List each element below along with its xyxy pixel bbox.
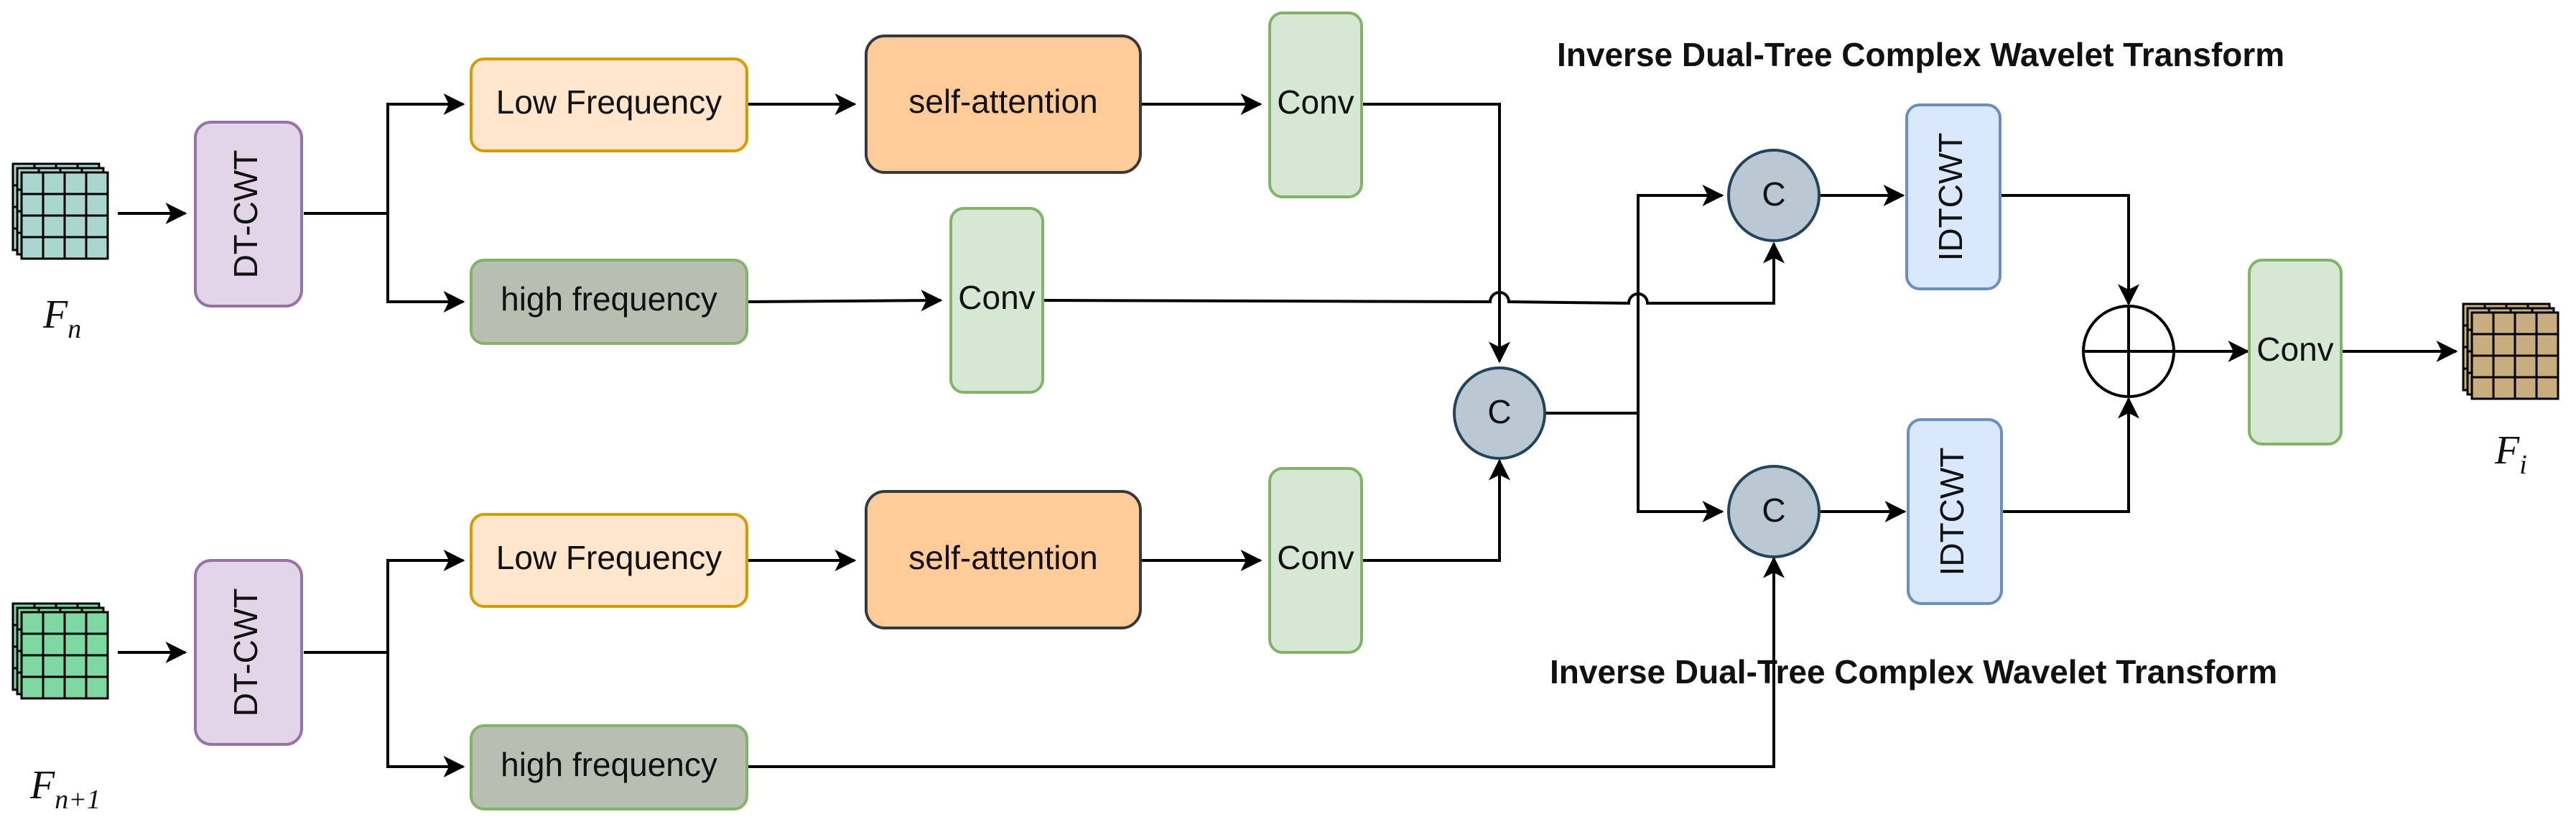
output-label: Fi (2494, 428, 2527, 480)
concat-upper-label: C (1762, 175, 1785, 213)
conv-low-bottom-label: Conv (1277, 539, 1354, 576)
low-frequency-top-label: Low Frequency (496, 83, 722, 121)
title-lower: Inverse Dual-Tree Complex Wavelet Transf… (1550, 653, 2277, 690)
connectors (118, 93, 2458, 777)
conv-output-block: Conv (2248, 259, 2343, 445)
edge-dtcwt-bottom-to-low (304, 550, 465, 654)
conv-high-top-block: Conv (949, 207, 1044, 394)
conv-low-bottom-block: Conv (1268, 467, 1363, 654)
edge-idtcwt-lower-to-sum (2002, 397, 2139, 513)
edge-concat-center-to-upper (1544, 185, 1724, 415)
conv-high-top-label: Conv (958, 279, 1035, 316)
input-feature-map-top-icon (11, 162, 109, 260)
self-attention-bottom-label: self-attention (908, 539, 1097, 576)
self-attention-bottom-block: self-attention (865, 490, 1142, 629)
idtcwt-upper-block: IDTCWT (1905, 103, 2001, 290)
idtcwt-lower-label: IDTCWT (1933, 448, 1971, 576)
conv-low-top-label: Conv (1277, 83, 1354, 121)
concat-center-label: C (1487, 393, 1511, 430)
dtcwt-top-block: DT-CWT (194, 121, 303, 308)
idtcwt-lower-block: IDTCWT (1907, 418, 2003, 605)
input-feature-map-bottom-icon (11, 602, 109, 700)
edge-high-bottom-to-concat-lower (748, 556, 1785, 768)
high-frequency-bottom-block: high frequency (470, 724, 748, 810)
idtcwt-upper-label: IDTCWT (1932, 133, 1969, 262)
input-label-bottom: Fn+1 (29, 763, 101, 815)
edge-concat-center-to-lower (1637, 413, 1724, 522)
edge-dtcwt-top-to-high (386, 213, 465, 313)
high-frequency-top-block: high frequency (470, 259, 748, 345)
edge-conv-low-bottom-to-concat (1362, 458, 1510, 562)
dtcwt-bottom-block: DT-CWT (194, 559, 303, 746)
dtcwt-bottom-label: DT-CWT (227, 588, 264, 717)
input-label-top: Fn (42, 292, 81, 344)
concat-lower-label: C (1762, 491, 1785, 529)
edge-conv-high-top-to-concat-upper (1042, 241, 1785, 305)
conv-output-label: Conv (2256, 331, 2333, 368)
conv-low-top-block: Conv (1268, 11, 1363, 198)
edge-conv-low-top-to-concat (1362, 103, 1510, 364)
edge-idtcwt-upper-to-sum (2001, 194, 2139, 306)
feature-map-layer (20, 611, 109, 700)
element-wise-sum-icon (2082, 305, 2175, 398)
title-upper: Inverse Dual-Tree Complex Wavelet Transf… (1557, 36, 2284, 73)
feature-map-layer (2470, 311, 2559, 400)
concat-lower-node: C (1727, 465, 1821, 558)
edge-dtcwt-top-to-low (304, 93, 465, 215)
high-frequency-top-label: high frequency (501, 280, 717, 318)
low-frequency-bottom-block: Low Frequency (470, 513, 748, 608)
edge-dtcwt-bottom-to-high (386, 652, 465, 777)
self-attention-top-label: self-attention (908, 83, 1097, 120)
concat-upper-node: C (1727, 149, 1821, 242)
edge-high-top-to-conv (748, 290, 943, 312)
low-frequency-bottom-label: Low Frequency (496, 539, 722, 576)
high-frequency-bottom-label: high frequency (501, 746, 717, 783)
output-feature-map-icon (2462, 302, 2559, 400)
concat-center-node: C (1453, 366, 1546, 460)
feature-map-layer (20, 171, 109, 260)
low-frequency-top-block: Low Frequency (470, 57, 748, 152)
dtcwt-top-label: DT-CWT (227, 150, 264, 279)
self-attention-top-block: self-attention (865, 34, 1142, 174)
